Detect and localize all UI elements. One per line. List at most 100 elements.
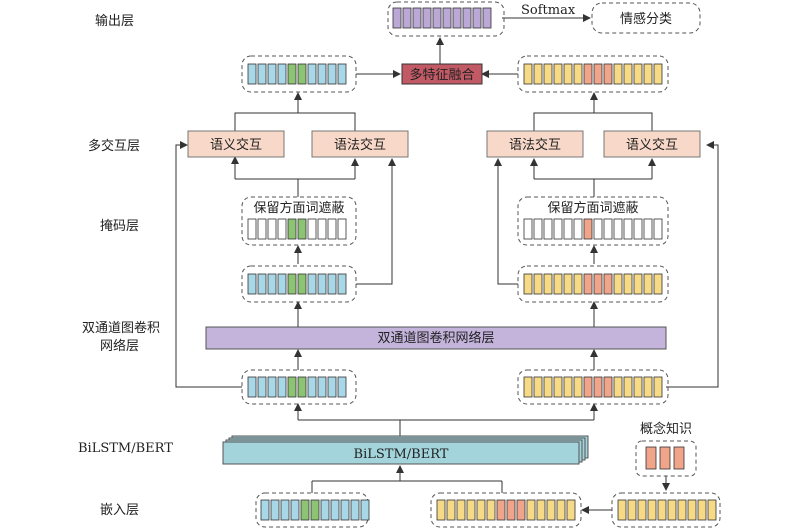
vector-cell bbox=[476, 499, 486, 521]
dual-channel-gcn-layer-label: 双通道图卷积网络层 bbox=[377, 330, 494, 346]
encoder-bar-label: BiLSTM/BERT bbox=[354, 447, 449, 462]
semantic-interaction-left-label: 语义交互 bbox=[210, 137, 262, 153]
dual-channel-gcn-layer-bar bbox=[205, 326, 667, 350]
vector-cell bbox=[653, 273, 663, 295]
vector-cell bbox=[657, 499, 667, 521]
vector-cell bbox=[452, 7, 462, 29]
vector-cell bbox=[643, 63, 653, 85]
vector-cell bbox=[613, 376, 623, 398]
vector-cell bbox=[472, 7, 482, 29]
vector-cell bbox=[533, 376, 543, 398]
vector-cell bbox=[337, 273, 347, 295]
syntax-interaction-right-box bbox=[486, 130, 584, 158]
vector-cell bbox=[637, 499, 647, 521]
gcn-output-left-vector bbox=[247, 273, 347, 295]
vector-cell bbox=[317, 218, 327, 240]
embedding-left-frame bbox=[255, 492, 369, 528]
vector-cell bbox=[506, 499, 516, 521]
vector-cell bbox=[436, 499, 446, 521]
mask-right-vector bbox=[523, 218, 663, 240]
vector-cell bbox=[496, 499, 506, 521]
vector-cell bbox=[603, 273, 613, 295]
layer-label-embedding: 嵌入层 bbox=[100, 503, 139, 518]
vector-cell bbox=[287, 376, 297, 398]
vector-cell bbox=[553, 218, 563, 240]
vector-cell bbox=[573, 273, 583, 295]
vector-cell bbox=[526, 499, 536, 521]
vector-cell bbox=[633, 376, 643, 398]
syntax-interaction-left-box bbox=[311, 130, 409, 158]
vector-cell bbox=[583, 63, 593, 85]
vector-cell bbox=[593, 63, 603, 85]
vector-cell bbox=[310, 499, 320, 521]
layer-label-interaction: 多交互层 bbox=[88, 138, 140, 154]
vector-cell bbox=[546, 499, 556, 521]
vector-cell bbox=[317, 273, 327, 295]
vector-cell bbox=[523, 273, 533, 295]
sentiment-classification-label: 情感分类 bbox=[620, 11, 672, 27]
vector-cell bbox=[633, 218, 643, 240]
vector-cell bbox=[623, 273, 633, 295]
layer-label-encoder: BiLSTM/BERT bbox=[78, 441, 173, 456]
encoder-stack bbox=[222, 435, 589, 465]
vector-cell bbox=[360, 499, 370, 521]
vector-cell bbox=[267, 273, 277, 295]
left-interaction-feature-frame bbox=[241, 55, 357, 93]
vector-cell bbox=[330, 499, 340, 521]
semantic-interaction-right-label: 语义交互 bbox=[626, 137, 678, 153]
layer-label-output: 输出层 bbox=[95, 13, 134, 29]
vector-cell bbox=[317, 63, 327, 85]
vector-cell bbox=[563, 63, 573, 85]
vector-cell bbox=[297, 63, 307, 85]
connectors bbox=[175, 14, 719, 514]
vector-cell bbox=[667, 499, 677, 521]
left-interaction-feature-vector bbox=[247, 63, 347, 85]
vector-cell bbox=[673, 446, 685, 470]
vector-cell bbox=[290, 499, 300, 521]
vector-cell bbox=[583, 273, 593, 295]
gcn-output-left-frame bbox=[241, 265, 357, 303]
vector-cell bbox=[603, 63, 613, 85]
vector-cell bbox=[327, 273, 337, 295]
vector-cell bbox=[287, 63, 297, 85]
vector-cell bbox=[603, 376, 613, 398]
vector-cell bbox=[573, 63, 583, 85]
embedding-right-frame bbox=[611, 492, 721, 528]
vector-cell bbox=[677, 499, 687, 521]
vector-cell bbox=[523, 376, 533, 398]
vector-cell bbox=[659, 446, 671, 470]
layer-label-gcn-line2: 网络层 bbox=[100, 338, 139, 354]
vector-cell bbox=[533, 273, 543, 295]
vector-cell bbox=[257, 273, 267, 295]
vector-cell bbox=[553, 376, 563, 398]
multi-feature-fusion-box bbox=[401, 63, 483, 85]
mask-left-label: 保留方面词遮蔽 bbox=[253, 200, 344, 216]
mask-left-vector bbox=[247, 218, 347, 240]
vector-cell bbox=[307, 273, 317, 295]
vector-cell bbox=[623, 63, 633, 85]
right-interaction-feature-frame bbox=[517, 55, 669, 93]
softmax-label: Softmax bbox=[521, 3, 576, 18]
vector-cell bbox=[280, 499, 290, 521]
vector-cell bbox=[466, 499, 476, 521]
vector-cell bbox=[563, 376, 573, 398]
vector-cell bbox=[697, 499, 707, 521]
vector-cell bbox=[573, 376, 583, 398]
vector-cell bbox=[583, 218, 593, 240]
vector-cell bbox=[257, 376, 267, 398]
vector-cell bbox=[613, 63, 623, 85]
vector-cell bbox=[543, 273, 553, 295]
vector-cell bbox=[543, 63, 553, 85]
vector-cell bbox=[267, 218, 277, 240]
vector-cell bbox=[653, 376, 663, 398]
vector-cell bbox=[340, 499, 350, 521]
semantic-interaction-left-box bbox=[187, 130, 285, 158]
layer-label-gcn-line1: 双通道图卷积 bbox=[82, 320, 160, 336]
vector-cell bbox=[277, 63, 287, 85]
output-vector bbox=[392, 7, 492, 29]
vector-cell bbox=[320, 499, 330, 521]
vector-cell bbox=[287, 218, 297, 240]
vector-cell bbox=[583, 376, 593, 398]
vector-cell bbox=[603, 218, 613, 240]
vector-cell bbox=[422, 7, 432, 29]
